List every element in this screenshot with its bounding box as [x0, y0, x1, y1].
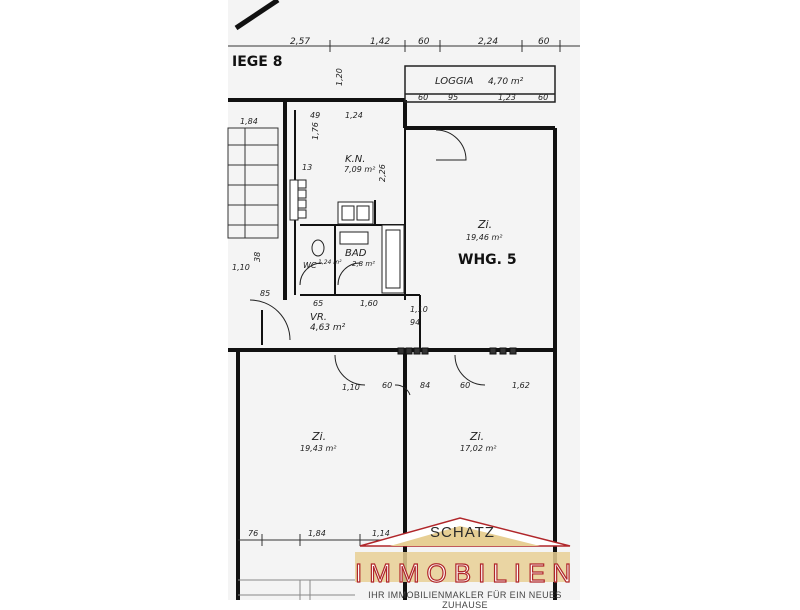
loggia-name: LOGGIA [435, 76, 474, 87]
staircase [227, 127, 279, 239]
dim-top-5: 60 [538, 37, 550, 47]
door-swings-lower [334, 354, 486, 396]
dim-vert-1: 1,20 [335, 68, 344, 86]
zi-left-name: Zi. [311, 430, 326, 443]
loggia-door-swing [435, 129, 467, 161]
bottom-dimension-line [238, 534, 405, 546]
vr-name: VR. [310, 312, 327, 323]
dim-110c: 1,10 [342, 383, 360, 392]
electrical-panel [397, 347, 517, 355]
zi-right-area: 17,02 m² [460, 444, 497, 453]
dim-top-3: 60 [418, 37, 430, 47]
dim-bottom-3: 1,14 [372, 529, 390, 538]
dim-110: 38 [253, 252, 262, 262]
dim-bottom-1: 76 [248, 529, 258, 538]
vr-area: 4,63 m² [310, 323, 346, 333]
bath-area: 2,8 m² [352, 260, 375, 268]
bath-name: BAD [345, 248, 367, 259]
wc-name: WC [303, 261, 317, 270]
kitchen-appliances [289, 179, 374, 225]
pen-stroke-icon [234, 0, 280, 31]
dim-stair-width: 1,84 [240, 117, 258, 126]
loggia-dim-5: 1,23 [498, 93, 516, 102]
dim-60b: 60 [460, 381, 470, 390]
logo-brand: SCHATZ [430, 524, 495, 541]
company-logo: SCHATZ IMMOBILIEN IHR IMMOBILIENMAKLER F… [354, 518, 579, 610]
dim-176: 1,76 [311, 122, 320, 140]
lower-outline [238, 579, 355, 600]
logo-graphic [355, 517, 571, 582]
zi-main-name: Zi. [477, 218, 492, 231]
kitchen-area: 7,09 m² [344, 165, 376, 174]
zi-left-area: 19,43 m² [300, 444, 337, 453]
wc-area: 1,24 m² [318, 259, 342, 266]
dim-top-2: 1,42 [370, 37, 390, 47]
dim-84: 84 [420, 381, 430, 390]
loggia-area: 4,70 m² [488, 77, 524, 87]
logo-tagline: IHR IMMOBILIENMAKLER FÜR EIN NEUES ZUHAU… [368, 590, 562, 610]
dim-160: 1,60 [360, 299, 378, 308]
dim-85: 85 [260, 289, 270, 298]
dim-110b: 1,10 [410, 305, 428, 314]
dim-226: 2,26 [378, 164, 387, 182]
dim-13: 13 [302, 163, 312, 172]
dim-65: 65 [313, 299, 323, 308]
dim-top-1: 2,57 [290, 37, 310, 47]
loggia-dim-1: 60 [418, 93, 428, 102]
dim-60: 60 [382, 381, 392, 390]
loggia-dim-3: 95 [448, 93, 458, 102]
dim-bottom-2: 1,84 [308, 529, 326, 538]
dim-283: 1,10 [232, 263, 250, 272]
dim-124: 1,24 [345, 111, 363, 120]
dim-49: 49 [310, 111, 320, 120]
entry-door-swing [249, 299, 291, 341]
dim-top-4: 2,24 [478, 37, 498, 47]
loggia-outline [404, 65, 556, 103]
dim-162: 1,62 [512, 381, 530, 390]
kitchen-name: K.N. [345, 154, 365, 165]
zi-right-name: Zi. [469, 430, 484, 443]
zi-main-area: 19,46 m² [466, 233, 503, 242]
top-dimension-line [228, 40, 580, 52]
dim-94: 94 [410, 318, 420, 327]
loggia-dim-7: 60 [538, 93, 548, 102]
bath-fixtures [299, 224, 405, 294]
logo-wordmark: IMMOBILIEN [354, 557, 579, 588]
stair-label: IEGE 8 [232, 54, 282, 70]
unit-label: WHG. 5 [458, 252, 517, 268]
